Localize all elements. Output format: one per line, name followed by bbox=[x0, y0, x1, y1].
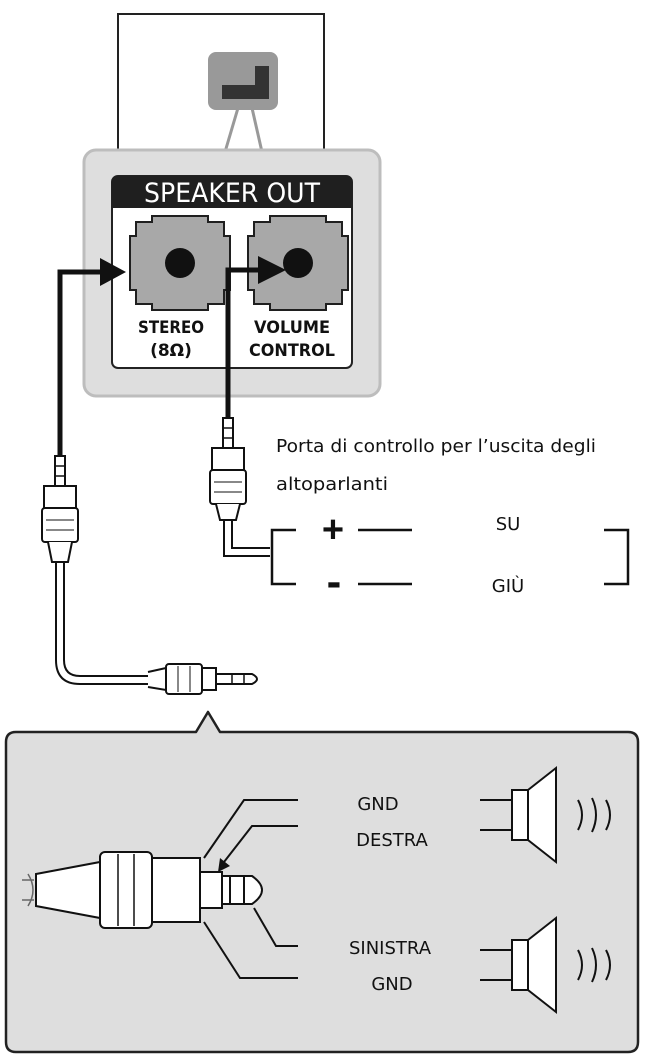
volume-control-caption-line1: Porta di controllo per l’uscita degli bbox=[276, 436, 596, 457]
right-channel-label: DESTRA bbox=[356, 830, 428, 851]
panel-header: SPEAKER OUT bbox=[144, 178, 320, 209]
speaker-icon bbox=[480, 765, 557, 865]
device-housing bbox=[117, 13, 325, 155]
stereo-impedance-label: (8Ω) bbox=[150, 341, 192, 361]
plus-symbol: + bbox=[322, 509, 344, 551]
sound-waves-icon bbox=[577, 797, 611, 833]
sound-waves-icon bbox=[577, 947, 611, 983]
volume-down-label: GIÙ bbox=[492, 575, 524, 597]
horizontal-stereo-plug bbox=[147, 663, 258, 695]
volume-control-port bbox=[247, 215, 349, 311]
volume-control-caption-line2: altoparlanti bbox=[276, 474, 388, 495]
contact-leader-lines bbox=[203, 799, 298, 979]
large-stereo-plug bbox=[22, 851, 263, 929]
control-label: CONTROL bbox=[249, 341, 335, 361]
stereo-arrow bbox=[57, 258, 126, 456]
speaker-icon bbox=[480, 915, 557, 1015]
volume-arrow bbox=[225, 256, 286, 418]
volume-label: VOLUME bbox=[254, 318, 330, 338]
stereo-label: STEREO bbox=[138, 318, 204, 338]
gnd-top-label: GND bbox=[357, 794, 398, 815]
stereo-port bbox=[129, 215, 231, 311]
volume-plug-cable bbox=[209, 417, 270, 557]
left-channel-label: SINISTRA bbox=[349, 938, 432, 959]
volume-up-label: SU bbox=[496, 514, 521, 535]
gnd-bottom-label: GND bbox=[371, 974, 412, 995]
minus-symbol: - bbox=[327, 557, 342, 606]
volume-switch-bracket bbox=[270, 528, 630, 586]
plug-detail-box bbox=[4, 710, 640, 1054]
stereo-plug-cable bbox=[41, 455, 148, 685]
